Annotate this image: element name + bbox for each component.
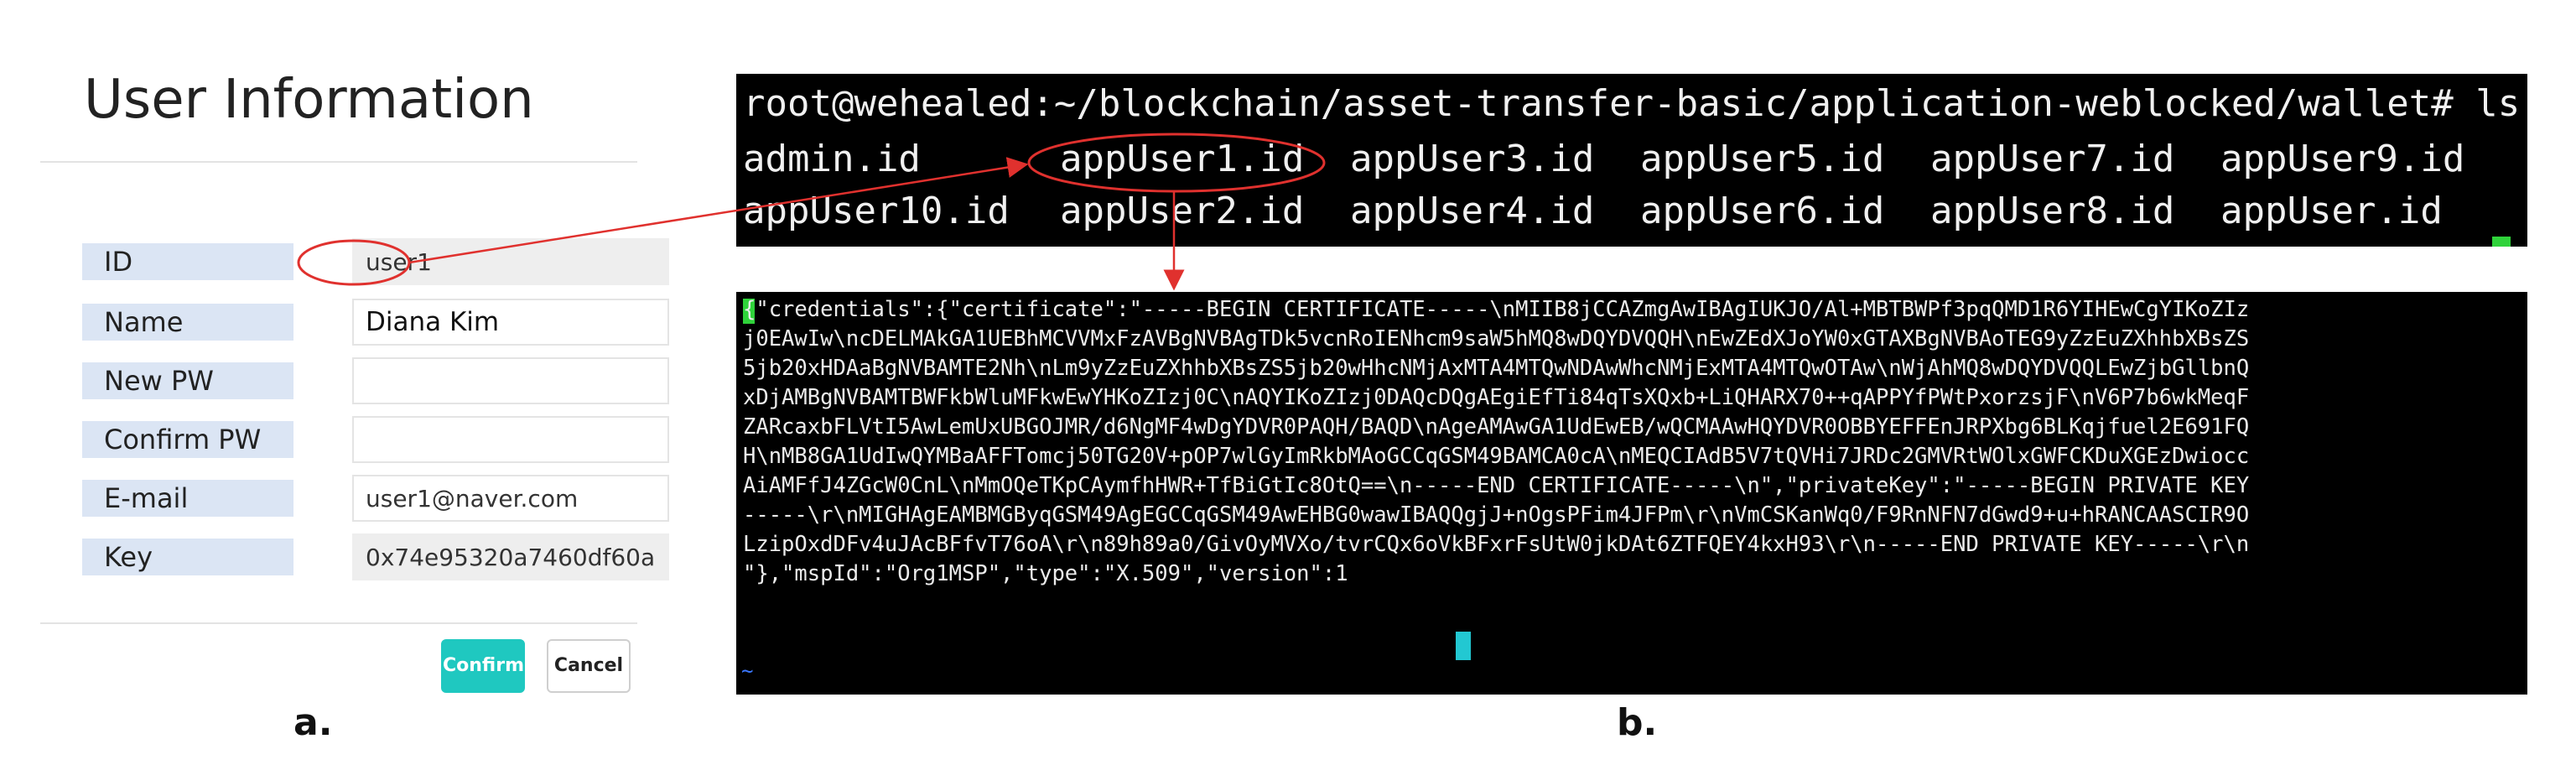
ls-file: appUser6.id [1640, 190, 1885, 232]
ls-file: appUser4.id [1350, 190, 1595, 232]
field-row-new-pw: New PW [82, 357, 669, 406]
new-pw-label: New PW [82, 362, 293, 399]
ls-file: appUser.id [2220, 190, 2443, 232]
id-label: ID [82, 243, 293, 280]
key-input [352, 533, 669, 580]
field-row-name: Name [82, 299, 669, 347]
terminal-cursor [1456, 632, 1471, 660]
ls-file: appUser5.id [1640, 138, 1885, 180]
cancel-button[interactable]: Cancel [547, 639, 631, 693]
ls-file: appUser7.id [1930, 138, 2175, 180]
terminal-wallet-listing: root@wehealed:~/blockchain/asset-transfe… [736, 74, 2527, 247]
page-title: User Information [84, 69, 534, 131]
ls-file: admin.id [743, 138, 921, 180]
ls-file: appUser2.id [1060, 190, 1305, 232]
caption-a: a. [293, 701, 333, 744]
json-line: xDjAMBgNVBAMTBWFkbWluMFkwEwYHKoZIzj0C\nA… [743, 385, 2250, 410]
email-input[interactable] [352, 475, 669, 522]
name-input[interactable] [352, 299, 669, 346]
new-password-input[interactable] [352, 357, 669, 404]
caption-b: b. [1617, 701, 1658, 744]
json-line: {"credentials":{"certificate":"-----BEGI… [743, 297, 2250, 322]
terminal-prompt: root@wehealed:~/blockchain/asset-transfe… [743, 82, 2521, 125]
vim-tilde: ~ [741, 659, 754, 683]
ls-file: appUser1.id [1060, 138, 1305, 180]
json-line: j0EAwIw\ncDELMAkGA1UEBhMCVVMxFzAVBgNVBAg… [743, 326, 2250, 351]
confirm-button[interactable]: Confirm [441, 639, 525, 693]
ls-file: appUser10.id [743, 190, 1010, 232]
highlight-appuser1-ellipse [1027, 133, 1326, 193]
confirm-pw-label: Confirm PW [82, 421, 293, 458]
name-label: Name [82, 304, 293, 341]
highlight-id-ellipse [297, 239, 411, 286]
terminal-wallet-file-content: {"credentials":{"certificate":"-----BEGI… [736, 292, 2527, 695]
json-line: H\nMB8GA1UdIwQYMBaAFFTomcj50TG20V+pOP7wl… [743, 444, 2250, 469]
json-line: "},"mspId":"Org1MSP","type":"X.509","ver… [743, 561, 1348, 586]
divider [40, 161, 637, 163]
email-label: E-mail [82, 480, 293, 517]
field-row-confirm-pw: Confirm PW [82, 416, 669, 465]
json-line: LzipOxdDFv4uJAcBFfvT76oA\r\n89h89a0/GivO… [743, 532, 2250, 557]
ls-file: appUser8.id [1930, 190, 2175, 232]
ls-file: appUser3.id [1350, 138, 1595, 180]
confirm-password-input[interactable] [352, 416, 669, 463]
json-line: 5jb20xHDAaBgNVBAMTE2Nh\nLm9yZzEuZXhhbXBs… [743, 356, 2250, 381]
field-row-key: Key [82, 533, 669, 582]
divider [40, 622, 637, 624]
key-label: Key [82, 539, 293, 575]
json-line: AiAMFfJ4ZGcW0CnL\nMmOQeTKpCAymfhHWR+TfBi… [743, 473, 2250, 498]
user-information-panel: User Information ID Name New PW Confirm … [40, 0, 669, 765]
field-row-email: E-mail [82, 475, 669, 523]
json-line: -----\r\nMIGHAgEAMBMGByqGSM49AgEGCCqGSM4… [743, 502, 2250, 528]
terminal-cursor [2492, 237, 2511, 247]
terminal-cursor [743, 299, 755, 324]
arrow-id-to-wallet [408, 157, 1029, 264]
ls-file: appUser9.id [2220, 138, 2465, 180]
json-line: ZARcaxbFLVtI5AwLemUxUBGOJMR/d6NgMF4wDgYD… [743, 414, 2250, 440]
